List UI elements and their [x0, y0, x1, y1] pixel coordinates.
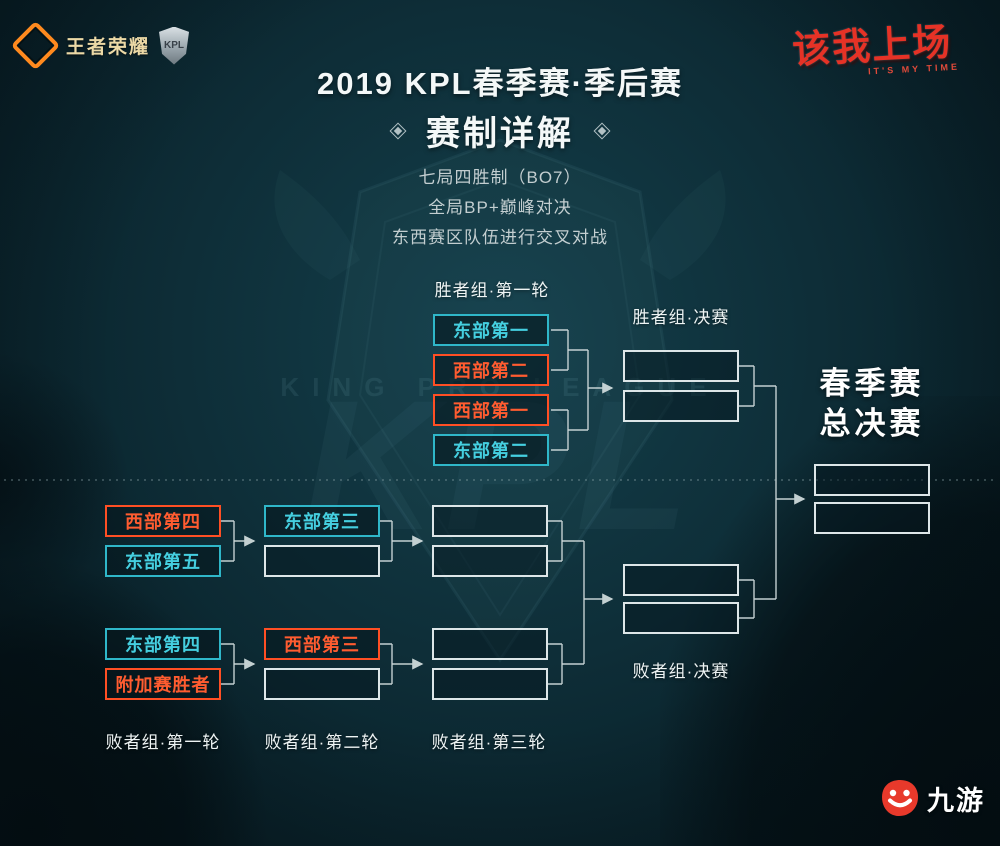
losers-r2-lower-slot-1: 西部第三 [264, 628, 380, 660]
losers-r2-upper-slot-2 [264, 545, 380, 577]
grand-final-title-line1: 春季赛 [819, 366, 925, 401]
subtitle-row: 赛制详解 [0, 106, 1000, 155]
winners-r1-slot-2: 西部第二 [433, 354, 549, 386]
losers-r1-upper-slot-1: 西部第四 [105, 505, 221, 537]
9game-logo: 九游 [880, 778, 985, 818]
9game-smiley-icon [882, 780, 918, 816]
9game-logo-text: 九游 [927, 785, 985, 816]
winners-r1-slot-1: 东部第一 [433, 314, 549, 346]
winners-round1-label: 胜者组·第一轮 [434, 281, 550, 300]
kpl-shield-text: KPL [164, 40, 185, 51]
grand-final-slot-2 [814, 502, 930, 534]
winners-final-slot-2 [623, 390, 739, 422]
losers-final-slot-1 [623, 564, 739, 596]
losers-r3-lower-slot-2 [432, 668, 548, 700]
diamond-ornament-icon [389, 122, 407, 139]
grand-final-title-line2: 总决赛 [819, 406, 925, 441]
rule-line: 七局四胜制（BO7） [418, 168, 582, 187]
losers-round3-label: 败者组·第三轮 [431, 733, 547, 752]
winners-r1-slot-4: 东部第二 [433, 434, 549, 466]
format-rules: 七局四胜制（BO7） 全局BP+巅峰对决 东西赛区队伍进行交叉对战 [0, 163, 1000, 253]
rule-line: 东西赛区队伍进行交叉对战 [392, 228, 608, 247]
rock-silhouette-bottom-left [0, 556, 270, 846]
honor-of-kings-logo-text: 王者荣耀 [66, 37, 151, 58]
losers-r2-lower-slot-2 [264, 668, 380, 700]
losers-r1-upper-slot-2: 东部第五 [105, 545, 221, 577]
losers-round2-label: 败者组·第二轮 [264, 733, 380, 752]
losers-r3-upper-slot-2 [432, 545, 548, 577]
grand-final-slot-1 [814, 464, 930, 496]
rule-line: 全局BP+巅峰对决 [428, 198, 572, 217]
losers-r1-lower-slot-1: 东部第四 [105, 628, 221, 660]
winners-r1-slot-3: 西部第一 [433, 394, 549, 426]
page-title: 2019 KPL春季赛·季后赛 [317, 66, 683, 101]
diamond-ornament-icon [593, 122, 611, 139]
page-subtitle: 赛制详解 [426, 115, 574, 153]
losers-r1-lower-slot-2: 附加赛胜者 [105, 668, 221, 700]
winners-final-slot-1 [623, 350, 739, 382]
grand-final-title: 春季赛 总决赛 [800, 364, 944, 444]
losers-final-label: 败者组·决赛 [632, 662, 730, 681]
winners-final-label: 胜者组·决赛 [632, 308, 730, 327]
losers-r3-lower-slot-1 [432, 628, 548, 660]
losers-r2-upper-slot-1: 东部第三 [264, 505, 380, 537]
losers-final-slot-2 [623, 602, 739, 634]
losers-round1-label: 败者组·第一轮 [105, 733, 221, 752]
losers-r3-upper-slot-1 [432, 505, 548, 537]
